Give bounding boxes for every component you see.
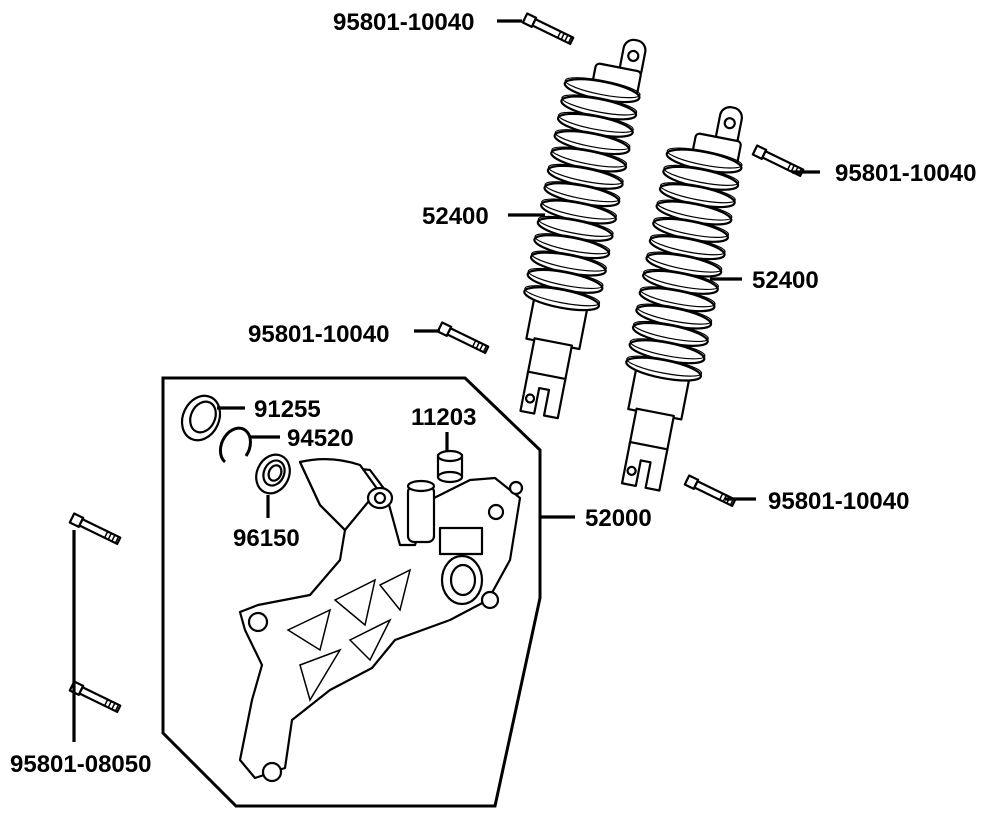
label-seal: 91255 [254,396,321,423]
bolt-bottom-left-upper [68,512,123,547]
bolt-top-center [521,12,576,47]
shock-absorber-right [620,106,745,492]
label-bolt-mid-right: 95801-10040 [768,488,909,515]
shock-absorber-left [519,38,647,420]
leader-lines [72,19,820,742]
bolt-mid-left [436,321,491,356]
label-shock-left: 52400 [422,203,489,230]
label-bolt-top-center: 95801-10040 [333,9,474,36]
collar-part [436,449,464,484]
bolt-bottom-left-lower [68,680,123,715]
label-shock-right: 52400 [752,267,819,294]
label-bracket-assembly: 52000 [585,505,652,532]
circlip-part [218,426,252,464]
rear-bracket-part [238,458,524,783]
bearing-part [255,453,291,495]
label-bolt-top-right: 95801-10040 [835,160,976,187]
oil-seal-part [180,394,222,442]
label-bolt-mid-left: 95801-10040 [248,321,389,348]
bolt-mid-right [683,474,738,509]
label-bearing: 96150 [233,525,300,552]
label-circlip: 94520 [287,425,354,452]
assembly-outline [161,376,542,808]
label-bolts-bottom-left: 95801-08050 [10,751,151,778]
label-collar: 11203 [411,404,476,431]
